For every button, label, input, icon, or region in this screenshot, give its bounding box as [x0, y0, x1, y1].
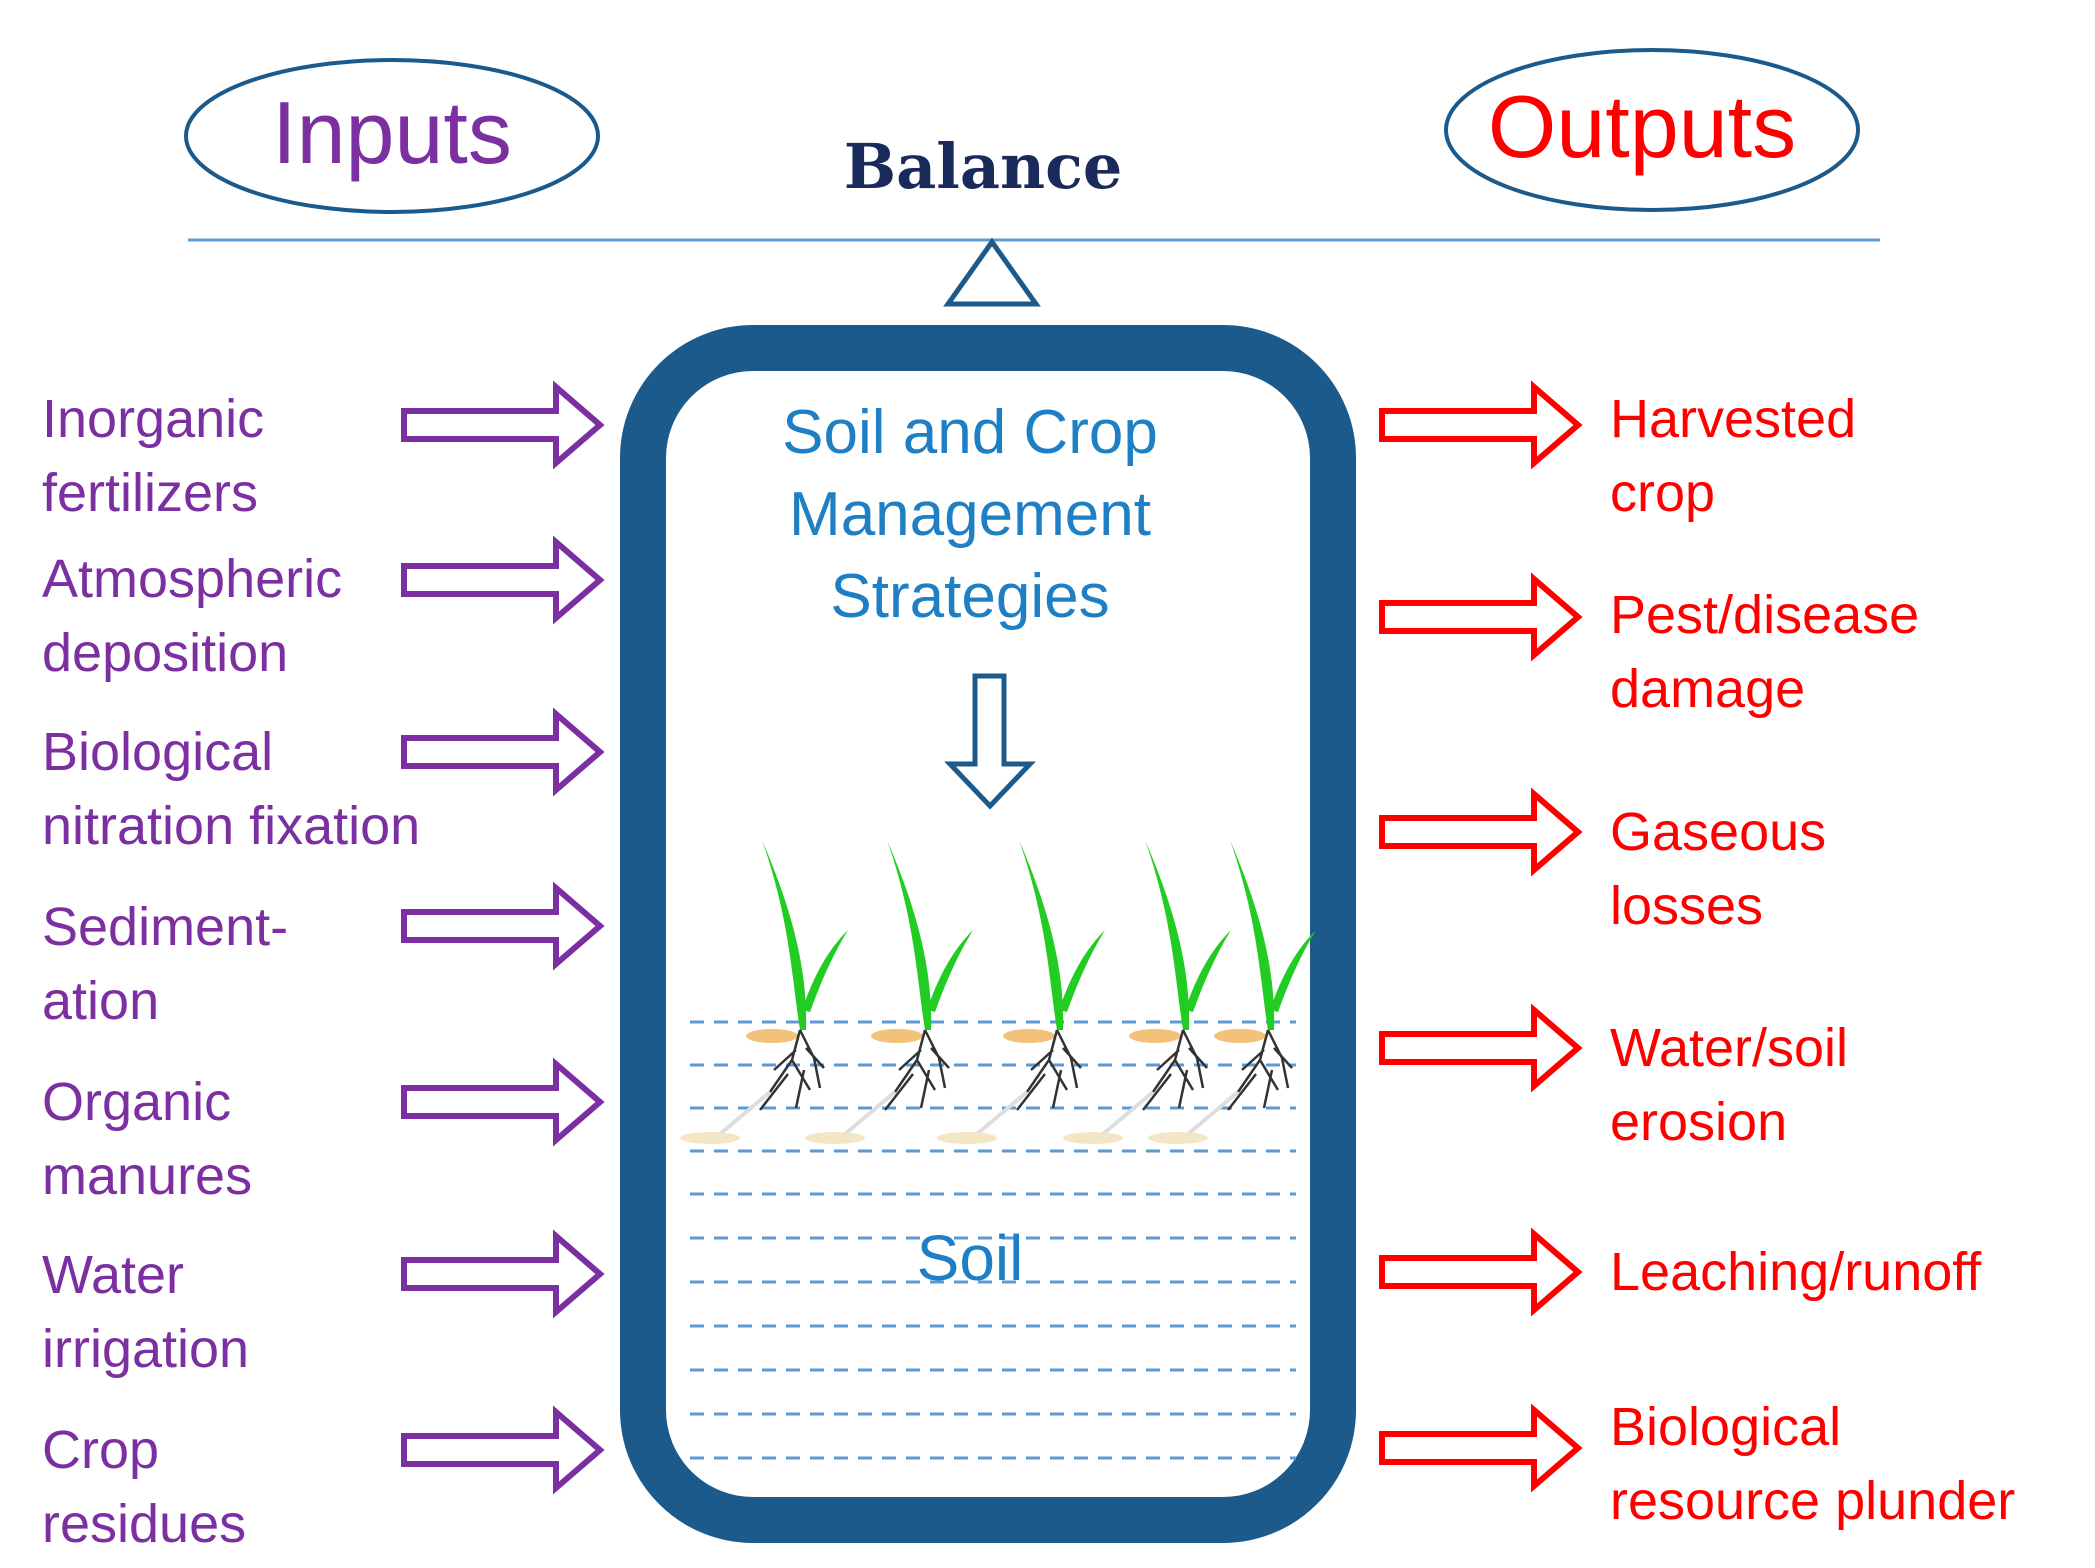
input-arrow-6 — [401, 1229, 605, 1319]
input-label-6-line-2: irrigation — [42, 1319, 249, 1379]
balance-label: Balance — [844, 130, 1123, 203]
input-label-6-line-1: Water — [42, 1245, 184, 1305]
input-label-5-line-1: Organic — [42, 1072, 231, 1132]
input-label-1-line-2: fertilizers — [42, 463, 258, 523]
input-label-5-line-2: manures — [42, 1146, 252, 1206]
center-title: Soil and Crop Management Strategies — [782, 398, 1158, 631]
input-label-7: Crop residues — [42, 1420, 246, 1554]
output-label-3-line-2: losses — [1610, 876, 1763, 936]
output-label-2-line-2: damage — [1610, 659, 1805, 719]
output-label-2-line-1: Pest/disease — [1610, 585, 1919, 645]
balance-fulcrum — [943, 237, 1041, 307]
input-label-5: Organic manures — [42, 1072, 252, 1206]
input-arrow-7 — [401, 1405, 605, 1495]
input-label-4: Sediment-ation — [42, 897, 288, 1031]
output-label-6-line-1: Biological — [1610, 1397, 1841, 1457]
input-label-3-line-2: nitration fixation — [42, 796, 420, 856]
output-label-1-line-1: Harvested — [1610, 389, 1856, 449]
input-label-4-line-1: Sediment- — [42, 897, 288, 957]
output-arrow-5 — [1379, 1227, 1583, 1317]
input-arrow-3 — [401, 707, 605, 797]
center-title-line-2: Management — [789, 480, 1151, 549]
soil-label: Soil — [917, 1222, 1024, 1294]
input-arrow-2 — [401, 535, 605, 625]
plant-1 — [678, 838, 850, 1146]
output-label-6-line-2: resource plunder — [1610, 1471, 2015, 1531]
input-label-3: Biological nitration fixation — [42, 722, 420, 856]
management-container — [620, 325, 1356, 1543]
plant-5 — [1146, 838, 1318, 1146]
output-label-2: Pest/disease damage — [1610, 585, 1919, 719]
output-label-4: Water/soil erosion — [1610, 1018, 1848, 1152]
plant-2 — [803, 838, 975, 1146]
soil-strata — [690, 1020, 1296, 1460]
output-label-6: Biological resource plunder — [1610, 1397, 2015, 1531]
input-label-2: Atmospheric deposition — [42, 549, 342, 683]
input-label-3-line-1: Biological — [42, 722, 273, 782]
output-label-1-line-2: crop — [1610, 463, 1715, 523]
output-label-5-line-1: Leaching/runoff — [1610, 1242, 1982, 1302]
input-arrow-4 — [401, 881, 605, 971]
input-label-1-line-1: Inorganic — [42, 389, 264, 449]
input-label-1: Inorganic fertilizers — [42, 389, 264, 523]
input-label-2-line-1: Atmospheric — [42, 549, 342, 609]
inputs-oval-label: Inputs — [272, 83, 512, 182]
input-label-6: Water irrigation — [42, 1245, 249, 1379]
output-arrow-3 — [1379, 787, 1583, 877]
outputs-oval-label: Outputs — [1488, 77, 1796, 176]
output-label-3-line-1: Gaseous — [1610, 802, 1826, 862]
input-label-7-line-2: residues — [42, 1494, 246, 1554]
output-arrow-4 — [1379, 1003, 1583, 1093]
output-label-1: Harvested crop — [1610, 389, 1856, 523]
inputs-oval — [184, 58, 600, 214]
output-label-5: Leaching/runoff — [1610, 1242, 1982, 1302]
plant-3 — [935, 838, 1107, 1146]
output-label-4-line-2: erosion — [1610, 1092, 1787, 1152]
down-arrow-outline — [944, 673, 1036, 810]
outputs-oval — [1444, 48, 1860, 212]
input-label-4-line-2: ation — [42, 971, 159, 1031]
output-arrow-1 — [1379, 380, 1583, 470]
plant-4 — [1061, 838, 1233, 1146]
center-title-line-1: Soil and Crop — [782, 398, 1158, 467]
input-label-7-line-1: Crop — [42, 1420, 159, 1480]
output-arrow-2 — [1379, 572, 1583, 662]
output-label-4-line-1: Water/soil — [1610, 1018, 1848, 1078]
center-title-line-3: Strategies — [830, 562, 1109, 631]
output-label-3: Gaseous losses — [1610, 802, 1826, 936]
input-arrow-1 — [401, 380, 605, 470]
input-arrow-5 — [401, 1057, 605, 1147]
input-label-2-line-2: deposition — [42, 623, 288, 683]
output-arrow-6 — [1379, 1403, 1583, 1493]
